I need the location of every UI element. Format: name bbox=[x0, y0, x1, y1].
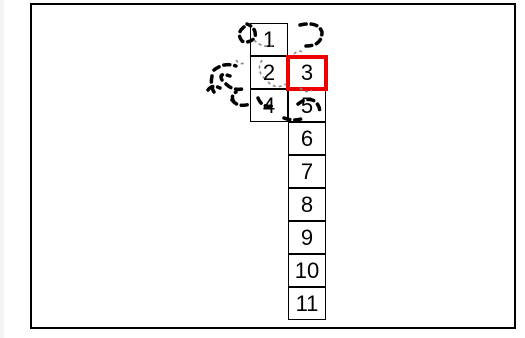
tile-3-selected[interactable]: 3 bbox=[286, 55, 328, 91]
tile-label: 10 bbox=[295, 260, 319, 282]
tile-label: 7 bbox=[301, 161, 313, 183]
tile-label: 8 bbox=[301, 194, 313, 216]
tile-6[interactable]: 6 bbox=[288, 122, 326, 155]
tile-7[interactable]: 7 bbox=[288, 155, 326, 188]
tile-4[interactable]: 4 bbox=[250, 89, 288, 122]
tile-label: 3 bbox=[301, 62, 313, 84]
tile-1[interactable]: 1 bbox=[250, 23, 288, 56]
tile-10[interactable]: 10 bbox=[288, 254, 326, 287]
tile-label: 6 bbox=[301, 128, 313, 150]
window-edge bbox=[0, 0, 4, 338]
tile-11[interactable]: 11 bbox=[288, 287, 326, 320]
tile-label: 1 bbox=[263, 29, 275, 51]
tile-label: 4 bbox=[263, 95, 275, 117]
tile-label: 9 bbox=[301, 227, 313, 249]
tile-9[interactable]: 9 bbox=[288, 221, 326, 254]
tile-label: 11 bbox=[296, 293, 319, 315]
tile-label: 5 bbox=[301, 95, 313, 117]
tile-5[interactable]: 5 bbox=[288, 89, 326, 122]
tile-8[interactable]: 8 bbox=[288, 188, 326, 221]
tile-label: 2 bbox=[263, 62, 275, 84]
tile-2[interactable]: 2 bbox=[250, 56, 288, 89]
